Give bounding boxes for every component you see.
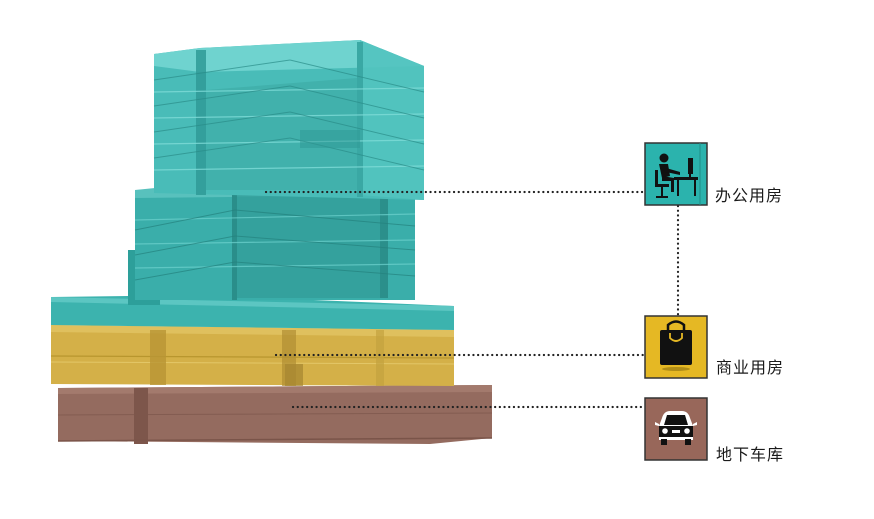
office-tower-upper — [153, 40, 425, 200]
parking-legend-label: 地下车库 — [716, 445, 785, 464]
commercial-legend-label: 商业用房 — [716, 358, 785, 377]
commercial-podium — [50, 325, 455, 386]
podium-top-band — [51, 296, 454, 330]
office-worker-desk-icon — [644, 142, 708, 206]
car-icon — [644, 397, 708, 461]
shopping-bag-icon — [644, 315, 708, 379]
leader-lines — [264, 190, 680, 409]
office-legend-label: 办公用房 — [715, 186, 784, 205]
office-tower-middle — [128, 180, 416, 305]
basement-block — [57, 385, 493, 444]
